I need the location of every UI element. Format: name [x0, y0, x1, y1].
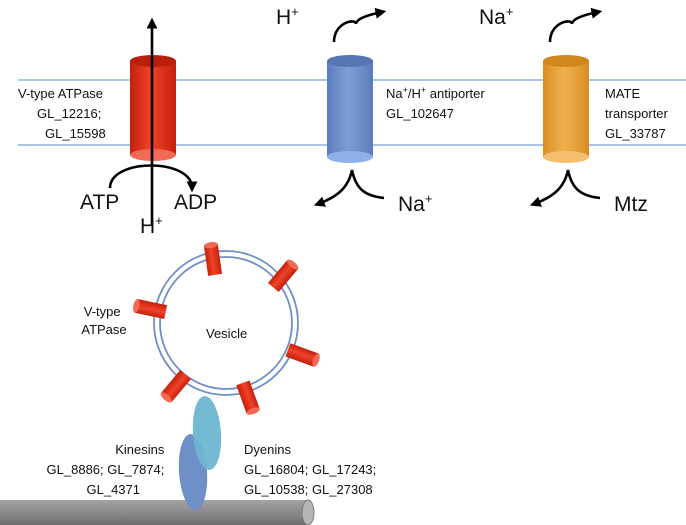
antiporter-id: GL_102647 — [386, 106, 454, 121]
vesicle-pump — [203, 242, 223, 276]
antiporter-label: Na+/H+ antiporter — [386, 85, 485, 101]
mate-transporter — [529, 7, 603, 207]
vesicle-pumps — [133, 242, 320, 415]
vesicle-pump — [267, 259, 299, 292]
vesicle-label: Vesicle — [206, 326, 247, 341]
vesicle-pump — [160, 370, 192, 403]
mtz-label: Mtz — [614, 193, 648, 216]
sodium-efflux-arrow — [548, 7, 603, 43]
vesicle-pump — [133, 299, 168, 319]
vesicle-atpase-label: V-type ATPase — [81, 304, 126, 337]
v-atpase-label: V-type ATPase GL_12216; GL_15598 — [18, 86, 107, 141]
microtubule — [0, 499, 315, 525]
mtz-influx-arrow — [529, 169, 601, 207]
proton-label-atpase: H+ — [140, 213, 163, 238]
mate-label: MATE transporter GL_33787 — [605, 86, 672, 141]
sodium-influx-arrow — [313, 169, 385, 207]
sodium-label-antiporter: Na+ — [398, 191, 432, 216]
adp-label: ADP — [174, 191, 217, 214]
proton-efflux-arrow — [332, 7, 387, 43]
atp-label: ATP — [80, 191, 119, 214]
dyenin-motor — [192, 396, 222, 470]
vesicle — [153, 250, 299, 396]
dyenins-label: Dyenins GL_16804; GL_17243; GL_10538; GL… — [244, 442, 380, 497]
sodium-label-mate: Na+ — [479, 4, 513, 29]
v-type-atpase-pump — [108, 17, 198, 226]
vesicle-pump — [236, 380, 260, 415]
na-h-antiporter — [313, 7, 387, 207]
kinesins-label: Kinesins GL_8886; GL_7874; GL_4371 — [47, 442, 168, 497]
vesicle-pump — [285, 343, 320, 367]
proton-label-antiporter: H+ — [276, 4, 299, 29]
atp-hydrolysis-arrow — [108, 164, 198, 193]
